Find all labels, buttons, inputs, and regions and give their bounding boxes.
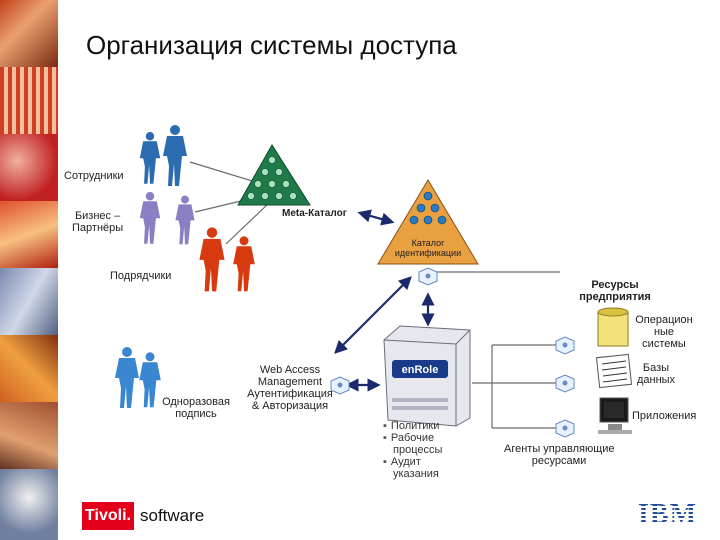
strip-tile-sky	[0, 268, 58, 335]
database-icon	[595, 353, 633, 389]
label-wam: Web Access Management Аутентификация & А…	[247, 364, 333, 412]
contractor-figure-1	[199, 227, 225, 292]
strip-tile-satellite-dish	[0, 469, 58, 540]
label-os: Операцион ные системы	[635, 314, 693, 350]
sso-user-figure-1	[115, 347, 139, 408]
label-partners: Бизнес – Партнёры	[72, 210, 124, 234]
os-server-icon	[597, 307, 629, 347]
arrow-meta-id	[357, 209, 395, 226]
partner-figure-1	[139, 191, 161, 244]
identity-catalog-pyramid	[377, 179, 479, 265]
label-agents: Агенты управляющие ресурсами	[504, 443, 615, 467]
feature-audit-cont: указания	[393, 468, 439, 480]
arrows	[334, 209, 435, 392]
features-list: Политики Рабочие процессы Аудит указания	[383, 420, 443, 480]
agent-icon-apps	[555, 419, 575, 438]
strip-tile-texture	[0, 0, 58, 67]
employee-figure-2	[163, 125, 187, 186]
partner-figure-2	[175, 195, 195, 245]
tivoli-logo-mark: Tivoli.	[82, 502, 134, 530]
server-badge: enRole	[402, 364, 439, 376]
decorative-photo-strip	[0, 0, 58, 540]
strip-tile-sunset	[0, 335, 58, 402]
partners-figures	[139, 191, 195, 245]
strip-tile-circles	[0, 134, 58, 201]
meta-catalog-pyramid	[237, 144, 311, 206]
strip-tile-waves	[0, 201, 58, 268]
tivoli-logo-software: software	[140, 506, 205, 525]
sso-users-figures	[115, 347, 161, 408]
feature-workflows: Рабочие	[383, 432, 442, 444]
feature-audit: Аудит	[383, 456, 442, 468]
arrow-id-wam	[334, 276, 412, 354]
label-id-catalog-2: идентификации	[394, 248, 462, 258]
employees-figures	[139, 125, 187, 186]
enrole-server: enRole	[383, 325, 471, 427]
ibm-logo: IBM	[638, 499, 697, 530]
feature-workflows-cont: процессы	[393, 444, 443, 456]
strip-tile-landscape	[0, 402, 58, 469]
agent-icon-db	[555, 374, 575, 393]
label-resources-2: предприятия	[579, 291, 651, 303]
slide-title: Организация системы доступа	[86, 30, 457, 60]
label-sso: Одноразовая подпись	[162, 396, 230, 420]
label-id-catalog-1: Каталог	[411, 238, 445, 248]
contractor-figure-2	[233, 236, 255, 292]
label-employees: Сотрудники	[64, 170, 124, 182]
line-employees-meta	[189, 161, 263, 185]
strip-tile-grid	[0, 67, 58, 134]
feature-policies: Политики	[383, 420, 442, 432]
label-resources-1: Ресурсы	[591, 279, 639, 291]
contractors-figures	[199, 227, 255, 292]
label-apps: Приложения	[632, 410, 697, 422]
line-contractors-meta	[225, 201, 271, 245]
agent-icon-os	[555, 336, 575, 355]
label-meta-catalog: Meta-Каталог	[282, 208, 347, 219]
computer-icon	[598, 397, 632, 434]
employee-figure-1	[139, 131, 161, 184]
label-db: Базы данных	[636, 362, 676, 386]
label-contractors: Подрядчики	[110, 270, 172, 282]
agent-icon-id	[418, 267, 438, 286]
